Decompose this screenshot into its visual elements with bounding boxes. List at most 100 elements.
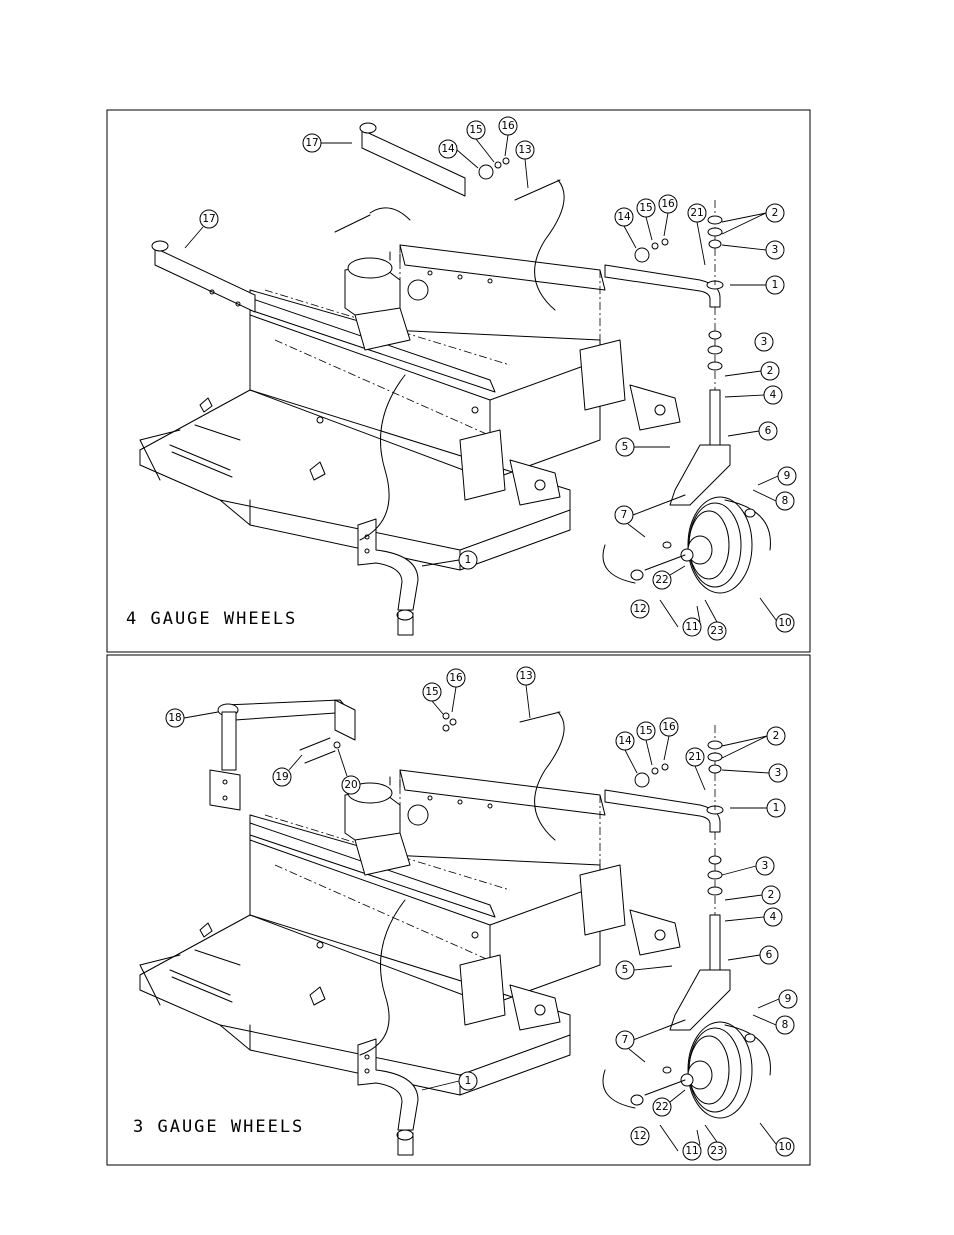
svg-text:5: 5 [622, 964, 629, 976]
callout: 1 [458, 1071, 478, 1091]
svg-text:16: 16 [449, 672, 463, 684]
callout: 17 [302, 133, 322, 153]
callout: 14 [614, 207, 634, 227]
callout: 12 [630, 1126, 650, 1146]
svg-text:3: 3 [762, 860, 769, 872]
callout: 3 [768, 763, 788, 783]
callout: 1 [458, 550, 478, 570]
svg-text:7: 7 [622, 1034, 629, 1046]
svg-text:21: 21 [688, 751, 701, 763]
svg-text:4: 4 [770, 911, 777, 923]
callout: 9 [777, 466, 797, 486]
svg-text:12: 12 [633, 1130, 646, 1142]
svg-text:14: 14 [617, 211, 631, 223]
callout: 23 [707, 1141, 727, 1161]
callout: 17 [199, 209, 219, 229]
svg-text:3: 3 [761, 336, 768, 348]
callout: 22 [652, 1097, 672, 1117]
svg-text:13: 13 [519, 670, 532, 682]
svg-text:15: 15 [639, 202, 652, 214]
callout: 12 [630, 599, 650, 619]
callout: 9 [778, 989, 798, 1009]
callout: 2 [760, 361, 780, 381]
callout: 15 [636, 198, 656, 218]
svg-text:1: 1 [772, 279, 779, 291]
callout: 1 [765, 275, 785, 295]
callout: 11 [682, 617, 702, 637]
callout: 5 [615, 437, 635, 457]
svg-text:3: 3 [772, 244, 779, 256]
svg-text:1: 1 [465, 554, 472, 566]
svg-text:10: 10 [778, 617, 791, 629]
panel-four-drawing [139, 122, 771, 636]
leaders-four [184, 134, 779, 628]
svg-text:20: 20 [344, 779, 357, 791]
callout: 14 [438, 139, 458, 159]
svg-text:15: 15 [469, 124, 482, 136]
svg-text:6: 6 [765, 425, 772, 437]
svg-text:22: 22 [655, 574, 668, 586]
svg-text:3: 3 [775, 767, 782, 779]
svg-text:23: 23 [710, 625, 723, 637]
svg-text:9: 9 [785, 993, 792, 1005]
svg-text:17: 17 [202, 213, 215, 225]
panel-four-gauge-wheels-frame [106, 109, 811, 653]
svg-text:15: 15 [639, 725, 652, 737]
svg-text:4: 4 [770, 389, 777, 401]
svg-text:11: 11 [685, 1145, 698, 1157]
callout: 6 [758, 421, 778, 441]
callout: 2 [761, 885, 781, 905]
svg-text:19: 19 [275, 771, 288, 783]
svg-text:11: 11 [685, 621, 698, 633]
svg-text:2: 2 [772, 207, 779, 219]
callout: 8 [775, 1015, 795, 1035]
svg-text:7: 7 [621, 509, 628, 521]
callout: 13 [516, 666, 536, 686]
callout: 4 [763, 385, 783, 405]
svg-text:6: 6 [766, 949, 773, 961]
svg-text:2: 2 [768, 889, 775, 901]
panel-three-drawing [139, 699, 771, 1156]
caption-four-gauge-wheels: 4 GAUGE WHEELS [126, 609, 297, 629]
callout: 18 [165, 708, 185, 728]
callout: 16 [446, 668, 466, 688]
callout: 3 [755, 856, 775, 876]
callout: 5 [615, 960, 635, 980]
svg-text:2: 2 [767, 365, 774, 377]
callout: 3 [754, 332, 774, 352]
callout: 15 [636, 721, 656, 741]
svg-text:16: 16 [661, 198, 675, 210]
svg-text:8: 8 [782, 495, 789, 507]
leaders-three [183, 684, 780, 1152]
svg-text:14: 14 [441, 143, 455, 155]
svg-text:23: 23 [710, 1145, 723, 1157]
svg-text:12: 12 [633, 603, 646, 615]
callout: 3 [765, 240, 785, 260]
svg-text:22: 22 [655, 1101, 668, 1113]
svg-text:21: 21 [690, 207, 703, 219]
panel-three-gauge-wheels-frame [106, 654, 811, 1166]
svg-text:1: 1 [465, 1075, 472, 1087]
svg-text:1: 1 [773, 802, 780, 814]
callout: 2 [765, 203, 785, 223]
callout: 2 [766, 726, 786, 746]
callout: 8 [775, 491, 795, 511]
callout: 10 [775, 613, 795, 633]
callout: 7 [615, 1030, 635, 1050]
callout: 10 [775, 1137, 795, 1157]
svg-text:5: 5 [622, 441, 629, 453]
callout: 11 [682, 1141, 702, 1161]
svg-text:10: 10 [778, 1141, 791, 1153]
callout: 21 [685, 747, 705, 767]
caption-three-gauge-wheels: 3 GAUGE WHEELS [133, 1117, 304, 1137]
callout: 14 [615, 731, 635, 751]
callout: 1 [766, 798, 786, 818]
svg-text:2: 2 [773, 730, 780, 742]
callout: 16 [659, 717, 679, 737]
callout: 6 [759, 945, 779, 965]
svg-text:16: 16 [501, 120, 515, 132]
callout: 16 [498, 116, 518, 136]
svg-text:17: 17 [305, 137, 318, 149]
svg-text:15: 15 [425, 686, 438, 698]
